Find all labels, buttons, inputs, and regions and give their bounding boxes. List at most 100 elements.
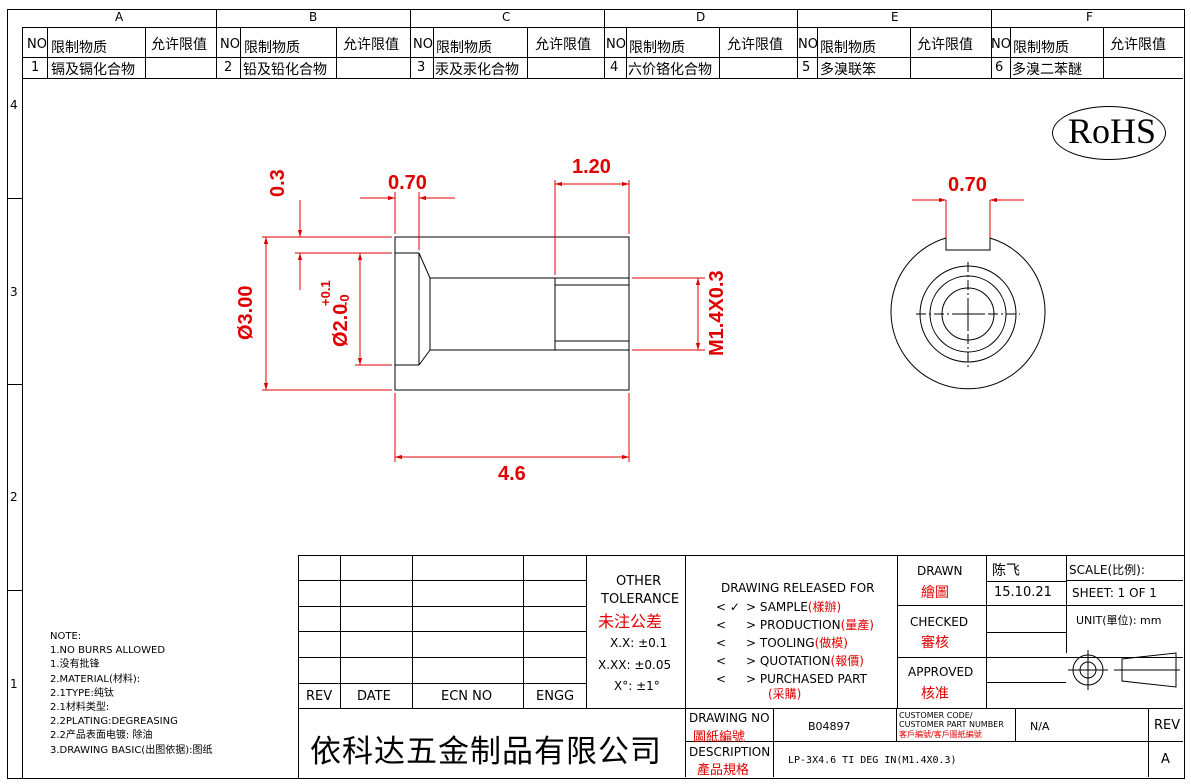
side-dimensions <box>262 180 1024 462</box>
substance-no: 2 <box>224 60 233 75</box>
drawing-no-label-cn: 圖紙編號 <box>693 730 746 745</box>
header-limit: 允许限值 <box>535 37 591 53</box>
header-limit: 允许限值 <box>151 37 207 53</box>
substance-name: 多溴二苯醚 <box>1012 62 1082 78</box>
note-line: 2.2产品表面电镀: 除油 <box>50 730 153 742</box>
header-no: NO <box>798 37 818 52</box>
customer-label-1: CUSTOMER CODE/ <box>899 711 973 720</box>
company-name: 依科达五金制品有限公司 <box>310 734 662 770</box>
zone-col-f: F <box>1086 10 1093 24</box>
dim-dia-2-0: Ø2.0 <box>330 303 352 347</box>
drawing-frame <box>7 9 1185 779</box>
inner-frame <box>22 27 1184 778</box>
drawn-label-cn: 繪圖 <box>921 585 949 601</box>
check-icon: ✓ <box>729 600 740 614</box>
part-drawing <box>262 180 1046 462</box>
note-line: 1.NO BURRS ALLOWED <box>50 645 166 657</box>
ecn-header: ECN NO <box>441 689 493 704</box>
zone-row-4: 4 <box>10 98 18 112</box>
description-label: DESCRIPTION <box>689 745 771 759</box>
description-value: LP-3X4.6 TI DEG IN(M1.4X0.3) <box>788 755 957 766</box>
sheet-label: SHEET: 1 OF 1 <box>1072 586 1157 600</box>
zone-col-a: A <box>115 10 124 24</box>
drawn-date: 15.10.21 <box>994 585 1052 600</box>
header-substance: 限制物质 <box>1013 40 1069 56</box>
release-item-tooling[interactable]: <> TOOLING(做模) <box>716 636 848 650</box>
tolerance-xx: X.X: ±0.1 <box>610 636 668 650</box>
header-limit: 允许限值 <box>917 37 973 53</box>
zone-col-d: D <box>696 10 706 24</box>
header-substance: 限制物质 <box>436 40 492 56</box>
substance-no: 6 <box>995 60 1004 75</box>
tolerance-xxx: X.XX: ±0.05 <box>598 658 672 672</box>
substance-name: 汞及汞化合物 <box>435 62 519 78</box>
release-item-sample[interactable]: < ✓> SAMPLE(樣辦) <box>716 600 842 614</box>
substance-no: 1 <box>31 60 40 75</box>
note-line: 2.1材料类型: <box>50 702 110 714</box>
tolerance-line3: 未注公差 <box>598 612 663 631</box>
header-no: NO <box>220 37 240 52</box>
date-header: DATE <box>357 689 391 704</box>
end-view <box>890 237 1046 390</box>
substance-group-1: NO 限制物质 允许限值 1 镉及镉化合物 <box>22 27 216 79</box>
drawn-label: DRAWN <box>917 564 963 578</box>
zone-col-e: E <box>891 10 899 24</box>
note-line: 2.MATERIAL(材料): <box>50 673 141 685</box>
title-block <box>298 555 1184 778</box>
approved-label-cn: 核准 <box>921 686 949 702</box>
rohs-label: RoHS <box>1068 111 1157 151</box>
rev-value: A <box>1161 752 1170 767</box>
dim-4-6: 4.6 <box>498 463 526 485</box>
zone-col-b: B <box>309 10 318 24</box>
notes-title: NOTE: <box>50 631 82 642</box>
header-limit: 允许限值 <box>727 37 783 53</box>
substance-group-4: NO 限制物质 允许限值 4 六价铬化合物 <box>604 27 797 79</box>
dim-0-70-end: 0.70 <box>948 174 987 196</box>
header-no: NO <box>991 37 1011 52</box>
substance-name: 铅及铅化合物 <box>243 62 327 78</box>
note-line: 1.没有批锋 <box>50 659 100 671</box>
substance-group-5: NO 限制物质 允许限值 5 多溴联笨 <box>797 27 991 79</box>
dim-dia-3-00: Ø3.00 <box>235 285 257 340</box>
header-no: NO <box>413 37 433 52</box>
dim-m1-4-thread: M1.4X0.3 <box>706 270 728 356</box>
tolerance-deg: X°: ±1° <box>614 679 660 693</box>
zone-row-2: 2 <box>10 490 18 504</box>
release-item-purchased[interactable]: <> PURCHASED PART <box>716 672 867 686</box>
header-substance: 限制物质 <box>51 40 107 56</box>
release-item-quotation[interactable]: <> QUOTATION(報價) <box>716 654 864 668</box>
substance-name: 镉及镉化合物 <box>51 62 135 78</box>
release-title: DRAWING RELEASED FOR <box>721 581 875 595</box>
unit-label: UNIT(單位): mm <box>1076 614 1162 627</box>
substance-group-3: NO 限制物质 允许限值 3 汞及汞化合物 <box>410 27 604 79</box>
checked-label-cn: 審核 <box>921 635 949 651</box>
substance-name: 六价铬化合物 <box>628 62 712 78</box>
header-substance: 限制物质 <box>629 40 685 56</box>
substance-group-2: NO 限制物质 允许限值 2 铅及铅化合物 <box>216 27 410 79</box>
restricted-substances-table <box>22 27 1183 79</box>
rohs-mark <box>1052 106 1166 160</box>
header-no: NO <box>606 37 626 52</box>
dim-0-3: 0.3 <box>267 169 289 197</box>
zone-row-1: 1 <box>10 677 18 691</box>
header-no: NO <box>27 37 47 52</box>
scale-label: SCALE(比例): <box>1069 563 1145 577</box>
note-line: 2.1TYPE:纯钛 <box>50 687 114 699</box>
note-line: 2.2PLATING:DEGREASING <box>50 716 178 728</box>
substance-name: 多溴联笨 <box>820 62 876 78</box>
release-list: < ✓> SAMPLE(樣辦) <> PRODUCTION(量產) <> TOO… <box>716 598 874 703</box>
release-item-production[interactable]: <> PRODUCTION(量產) <box>716 618 874 632</box>
tolerance-line2: TOLERANCE <box>601 592 680 607</box>
projection-symbol-icon <box>1068 650 1180 690</box>
tolerance-line1: OTHER <box>616 574 662 589</box>
zone-row-3: 3 <box>10 285 18 299</box>
notes-block: NOTE: 1.NO BURRS ALLOWED 1.没有批锋 2.MATERI… <box>50 630 212 758</box>
customer-value: N/A <box>1030 720 1050 733</box>
drawing-no-label: DRAWING NO <box>689 711 770 725</box>
dim-dia-2-0-tol-upper: +0.1 <box>318 280 333 306</box>
substance-no: 4 <box>610 60 619 75</box>
customer-label-3: 客戶編號/客戶圖紙編號 <box>899 730 982 739</box>
dim-dia-2-0-tol-lower: -0 <box>337 294 352 306</box>
side-view <box>394 236 630 391</box>
substance-no: 5 <box>802 60 811 75</box>
